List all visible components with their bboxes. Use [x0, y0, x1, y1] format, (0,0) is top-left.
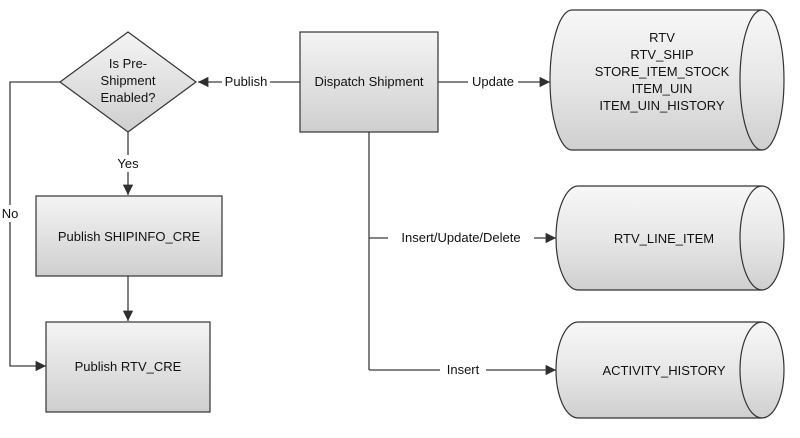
publish-shipinfo-label: Publish SHIPINFO_CRE: [58, 229, 201, 244]
label-insert: Insert: [447, 362, 480, 377]
datastore-rtv-line-item[interactable]: RTV_LINE_ITEM: [555, 185, 785, 291]
decision-line-3: Enabled?: [101, 90, 156, 105]
datastore-main-line-5: ITEM_UIN_HISTORY: [599, 98, 725, 113]
label-no: No: [2, 206, 19, 221]
label-yes: Yes: [117, 156, 139, 171]
datastore-rtv-line-item-label: RTV_LINE_ITEM: [614, 231, 714, 246]
datastore-activity-history[interactable]: ACTIVITY_HISTORY: [555, 321, 785, 419]
datastore-main-line-2: RTV_SHIP: [630, 47, 693, 62]
process-publish-rtv[interactable]: Publish RTV_CRE: [45, 321, 211, 413]
label-publish: Publish: [225, 74, 268, 89]
process-publish-shipinfo[interactable]: Publish SHIPINFO_CRE: [35, 195, 223, 277]
datastore-main[interactable]: RTV RTV_SHIP STORE_ITEM_STOCK ITEM_UIN I…: [549, 9, 785, 151]
datastore-main-line-3: STORE_ITEM_STOCK: [595, 64, 730, 79]
edge-labels: Publish Update Yes No Insert/Update/Dele…: [0, 73, 534, 378]
decision-line-2: Shipment: [101, 73, 156, 88]
process-dispatch-shipment[interactable]: Dispatch Shipment: [299, 31, 439, 133]
decision-pre-shipment[interactable]: Is Pre- Shipment Enabled?: [58, 31, 198, 133]
datastore-main-line-4: ITEM_UIN: [632, 81, 693, 96]
decision-line-1: Is Pre-: [109, 56, 147, 71]
dispatch-shipment-label: Dispatch Shipment: [314, 74, 423, 89]
datastore-main-line-1: RTV: [649, 30, 675, 45]
publish-rtv-label: Publish RTV_CRE: [75, 359, 182, 374]
label-insert-update-delete: Insert/Update/Delete: [401, 230, 520, 245]
datastore-activity-history-label: ACTIVITY_HISTORY: [602, 363, 725, 378]
label-update: Update: [472, 74, 514, 89]
edge-no: [9, 81, 60, 372]
